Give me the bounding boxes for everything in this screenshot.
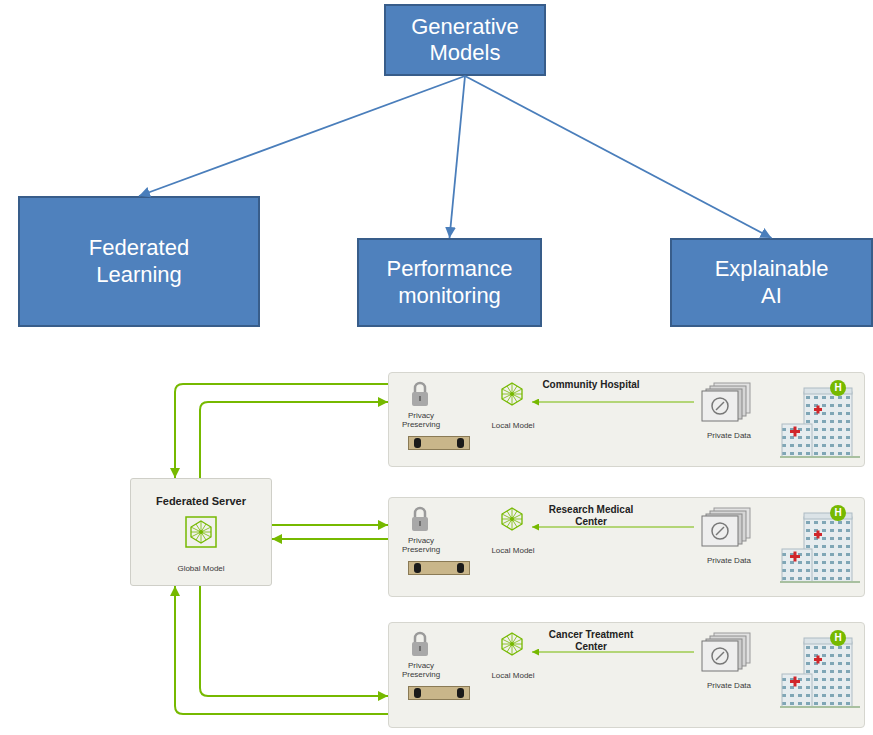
node-title: Generative Models [394,14,536,67]
process-box: Generative Models [384,4,546,76]
node-caption: Local Model [483,671,543,680]
hospital-sign: H [830,380,846,396]
connector-line [200,586,388,696]
panel-icons [409,630,861,708]
node-title: Explainable AI [709,256,834,309]
connector-line [272,538,388,540]
global-model-icon [186,517,216,547]
panel-icons [409,380,861,458]
connector-line [450,76,466,238]
hospital-sign: H [830,505,846,521]
node-title: Federated Server [156,495,246,507]
node-caption: Private Data [699,556,759,565]
node-caption: Global Model [177,564,224,573]
node-title: Performance monitoring [367,256,532,309]
process-box: Performance monitoring [357,238,542,327]
connector-line [465,76,772,238]
process-box: Federated Learning [18,196,260,327]
node-caption: Privacy Preserving [391,411,451,429]
node-caption: Local Model [483,546,543,555]
node-caption: Privacy Preserving [391,536,451,554]
node-title: Community Hospital [536,379,646,391]
process-box: Explainable AI [670,238,873,327]
connector [139,76,465,196]
node-title: Research Medical Center [536,504,646,527]
hospital-sign: H [830,630,846,646]
node-caption: Local Model [483,421,543,430]
connector [450,76,466,238]
connector-line [200,402,388,478]
connector-line [139,76,465,196]
node-title: Cancer Treatment Center [536,629,646,652]
node-caption: Private Data [699,431,759,440]
connector [465,76,772,238]
connector [175,586,388,714]
node-title: Federated Learning [74,235,204,288]
connector-line [175,384,388,478]
node-caption: Private Data [699,681,759,690]
connector [272,525,388,539]
connector-line [175,586,388,714]
connector-line [272,524,388,526]
node-caption: Privacy Preserving [391,661,451,679]
connector [175,384,388,478]
panel-icons [409,505,861,583]
